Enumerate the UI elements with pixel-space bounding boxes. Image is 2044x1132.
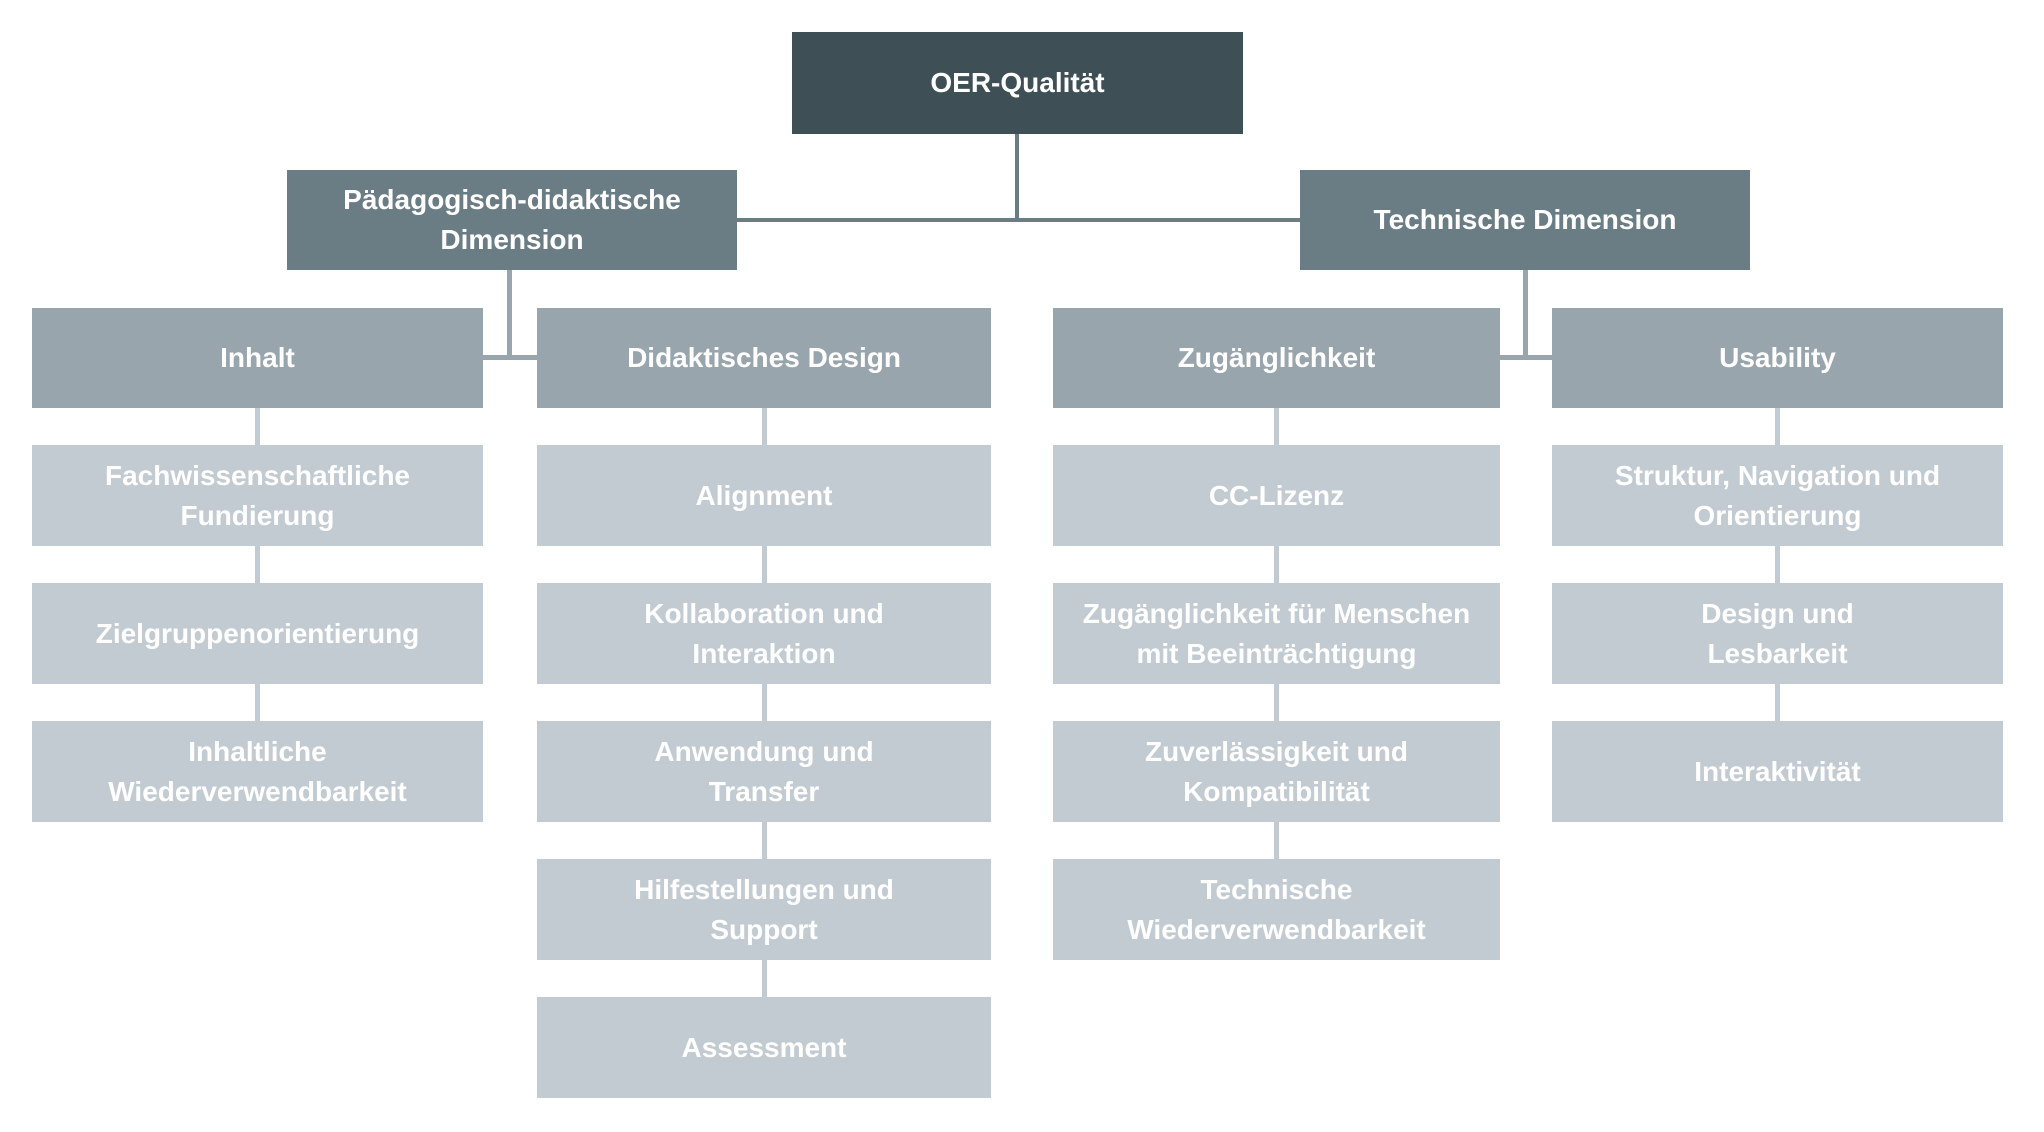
connector-didaktik-item-2 xyxy=(761,546,767,583)
column-zugaenglichkeit: Zugänglichkeit CC-Lizenz Zugänglichkeit … xyxy=(1053,308,1500,960)
node-didaktisches-design: Didaktisches Design xyxy=(537,308,991,408)
column-didaktisches-design: Didaktisches Design Alignment Kollaborat… xyxy=(537,308,991,1098)
connector-usability-item-1 xyxy=(1775,408,1780,445)
node-inhalt: Inhalt xyxy=(32,308,483,408)
node-struktur-navigation-orientierung: Struktur, Navigation und Orientierung xyxy=(1552,445,2003,546)
node-anwendung-und-transfer: Anwendung und Transfer xyxy=(537,721,991,822)
connector-zugaenglichkeit-item-3 xyxy=(1274,684,1279,721)
node-assessment: Assessment xyxy=(537,997,991,1098)
node-zielgruppenorientierung: Zielgruppenorientierung xyxy=(32,583,483,684)
connector-root-vertical xyxy=(1015,134,1019,220)
connector-didaktik-item-1 xyxy=(761,408,767,445)
connector-dimensions-horizontal xyxy=(737,218,1300,222)
node-zuverlaessigkeit-und-kompatibilitaet: Zuverlässigkeit und Kompatibilität xyxy=(1053,721,1500,822)
connector-inhalt-item-1 xyxy=(255,408,260,445)
connector-zugaenglichkeit-item-2 xyxy=(1274,546,1279,583)
connector-technische-bridge xyxy=(1500,355,1552,360)
node-alignment: Alignment xyxy=(537,445,991,546)
connector-zugaenglichkeit-item-1 xyxy=(1274,408,1279,445)
node-zugaenglichkeit-fuer-menschen: Zugänglichkeit für Menschen mit Beeinträ… xyxy=(1053,583,1500,684)
connector-inhalt-item-2 xyxy=(255,546,260,583)
column-inhalt: Inhalt Fachwissenschaftliche Fundierung … xyxy=(32,308,483,822)
node-technische-wiederverwendbarkeit: Technische Wiederverwendbarkeit xyxy=(1053,859,1500,960)
node-fachwissenschaftliche-fundierung: Fachwissenschaftliche Fundierung xyxy=(32,445,483,546)
node-paedagogisch-didaktische-dimension: Pädagogisch-didaktische Dimension xyxy=(287,170,737,270)
node-technische-dimension: Technische Dimension xyxy=(1300,170,1750,270)
node-inhaltliche-wiederverwendbarkeit: Inhaltliche Wiederverwendbarkeit xyxy=(32,721,483,822)
connector-inhalt-item-3 xyxy=(255,684,260,721)
node-design-und-lesbarkeit: Design und Lesbarkeit xyxy=(1552,583,2003,684)
column-usability: Usability Struktur, Navigation und Orien… xyxy=(1552,308,2003,822)
connector-didaktik-item-5 xyxy=(761,960,767,997)
connector-zugaenglichkeit-item-4 xyxy=(1274,822,1279,859)
connector-usability-item-2 xyxy=(1775,546,1780,583)
connector-usability-item-3 xyxy=(1775,684,1780,721)
node-oer-qualitaet: OER-Qualität xyxy=(792,32,1243,134)
connector-didaktik-item-4 xyxy=(761,822,767,859)
connector-technische-vertical xyxy=(1523,270,1528,358)
connector-paedagogisch-bridge xyxy=(483,355,537,360)
connector-didaktik-item-3 xyxy=(761,684,767,721)
node-kollaboration-und-interaktion: Kollaboration und Interaktion xyxy=(537,583,991,684)
node-interaktivitaet: Interaktivität xyxy=(1552,721,2003,822)
node-hilfestellungen-und-support: Hilfestellungen und Support xyxy=(537,859,991,960)
connector-paedagogisch-vertical xyxy=(507,270,512,358)
node-cc-lizenz: CC-Lizenz xyxy=(1053,445,1500,546)
node-usability: Usability xyxy=(1552,308,2003,408)
node-zugaenglichkeit: Zugänglichkeit xyxy=(1053,308,1500,408)
